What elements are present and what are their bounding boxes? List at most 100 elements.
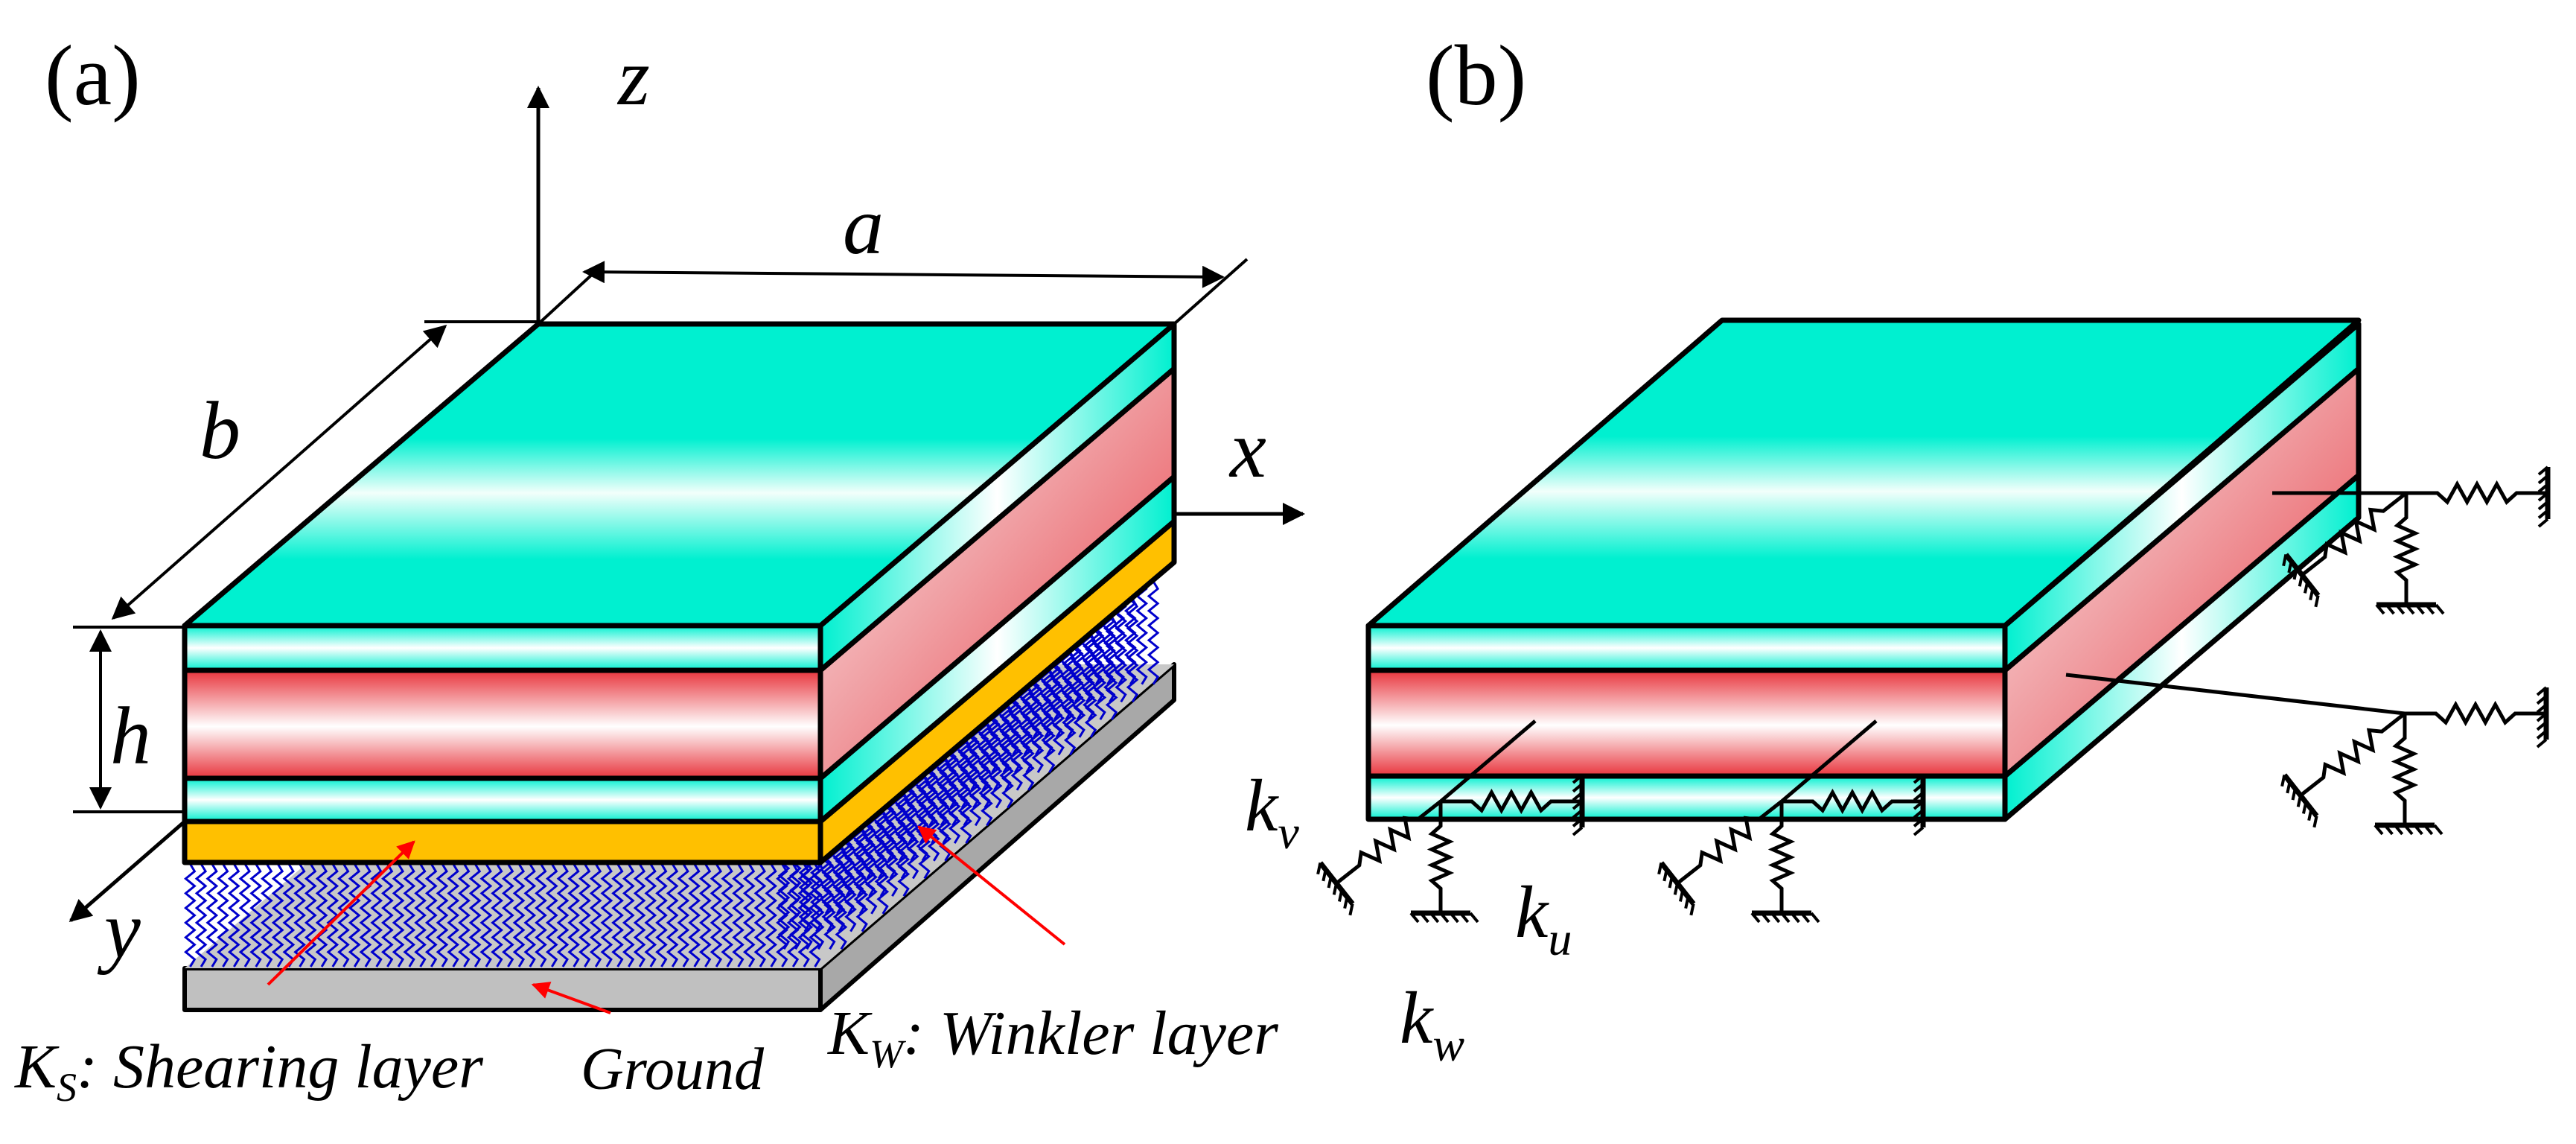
support-hatch: [1684, 896, 1690, 909]
winkler-spring: [424, 863, 438, 967]
plate-b-top: [1365, 317, 2362, 629]
support-hatch: [1572, 809, 1584, 819]
plate-b-side: [2002, 321, 2362, 822]
support-hatch: [1572, 774, 1584, 784]
winkler-spring: [479, 863, 493, 967]
winkler-spring: [742, 863, 756, 967]
support-hatch: [1572, 791, 1584, 801]
support-hatch: [1913, 783, 1925, 793]
elastic-supports: [1316, 465, 2551, 924]
support-spring: [2299, 712, 2406, 797]
support-hatch: [2287, 561, 2293, 573]
support-hatch: [2536, 695, 2548, 705]
axis-z-label: z: [616, 31, 650, 122]
support-hatch: [1750, 912, 1761, 924]
support-hatch: [1913, 826, 1925, 836]
support-hatch: [2536, 703, 2548, 714]
support-hatch: [1913, 809, 1925, 819]
support-hatch: [2536, 712, 2548, 722]
support-hatch: [1343, 896, 1349, 909]
support-hatch: [1668, 876, 1674, 889]
support-hatch: [2298, 574, 2304, 587]
support-spring: [1426, 801, 1455, 913]
support-hatch: [2314, 595, 2320, 608]
winkler-spring: [304, 863, 317, 967]
support-hatch: [2373, 824, 2384, 836]
support-hatch: [1337, 889, 1344, 902]
support-hatch: [2296, 795, 2302, 807]
winkler-spring: [688, 863, 701, 967]
support-spring: [2392, 493, 2420, 605]
winkler-spring: [622, 863, 635, 967]
support-hatch: [1800, 912, 1811, 924]
winkler-spring: [468, 863, 482, 967]
support-rod: [1780, 719, 1878, 803]
support-hatch: [1449, 912, 1459, 924]
support-hatch: [2425, 603, 2435, 615]
winkler-spring: [1147, 580, 1160, 685]
support-hatch: [2375, 603, 2385, 615]
support-hatch: [1760, 912, 1770, 924]
support-hatch: [2435, 603, 2445, 615]
support-hatch: [2394, 824, 2404, 836]
winkler-spring: [238, 863, 252, 967]
support-hatch: [1770, 912, 1781, 924]
kv-label: kv: [1245, 764, 1299, 859]
kw-label: kw: [1400, 976, 1464, 1071]
winkler-spring: [293, 863, 306, 967]
winkler-spring: [611, 863, 624, 967]
winkler-spring: [732, 863, 745, 967]
support-hatch: [1459, 912, 1470, 924]
winkler-spring: [261, 863, 273, 967]
panel-a: (a) z x y a b h KS: Shearing layer Groun…: [14, 28, 1305, 1110]
support-spring: [1441, 788, 1582, 815]
panel-b-label: (b): [1426, 28, 1526, 124]
support-hatch: [2537, 474, 2549, 485]
winkler-spring: [315, 863, 328, 967]
support-hatch: [1469, 912, 1479, 924]
support-hatch: [1913, 791, 1925, 801]
support-hatch: [2286, 781, 2292, 794]
winkler-spring: [677, 863, 690, 967]
support-hatch: [2280, 775, 2286, 787]
support-spring: [1335, 800, 1442, 885]
winkler-spring: [600, 863, 613, 967]
winkler-spring: [710, 863, 723, 967]
axis-y-label: y: [97, 884, 141, 975]
panel-b: (b) kv ku kw: [1245, 28, 2551, 1071]
plate-a-front: [182, 623, 823, 865]
support-hatch: [2292, 568, 2298, 580]
winkler-spring: [205, 863, 219, 967]
winkler-spring: [1135, 580, 1149, 685]
winkler-spring: [414, 863, 427, 967]
winkler-spring: [633, 863, 646, 967]
support-spring: [1767, 801, 1796, 913]
winkler-spring: [447, 863, 460, 967]
support-hatch: [1662, 869, 1668, 882]
support-hatch: [1572, 826, 1584, 836]
winkler-spring: [545, 863, 558, 967]
support-hatch: [2536, 686, 2548, 696]
support-hatch: [2537, 509, 2549, 519]
support-hatch: [2403, 824, 2414, 836]
winkler-spring: [271, 863, 284, 967]
plate-b-front: [1365, 623, 2008, 822]
winkler-spring: [348, 863, 361, 967]
support-spring: [2406, 480, 2548, 506]
support-hatch: [1316, 862, 1322, 875]
support-hatch: [2537, 483, 2549, 493]
winkler-spring: [655, 863, 668, 967]
dimension-a-label: a: [843, 180, 884, 271]
support-hatch: [2413, 824, 2423, 836]
winkler-spring: [753, 863, 767, 967]
support-hatch: [2301, 801, 2308, 814]
ku-label: ku: [1515, 871, 1572, 965]
support-hatch: [1913, 800, 1925, 810]
winkler-spring: [392, 863, 405, 967]
axes: [68, 86, 1305, 922]
support-hatch: [1810, 912, 1820, 924]
support-spring: [2391, 714, 2419, 825]
support-hatch: [1572, 800, 1584, 810]
support-hatch: [1678, 889, 1685, 902]
